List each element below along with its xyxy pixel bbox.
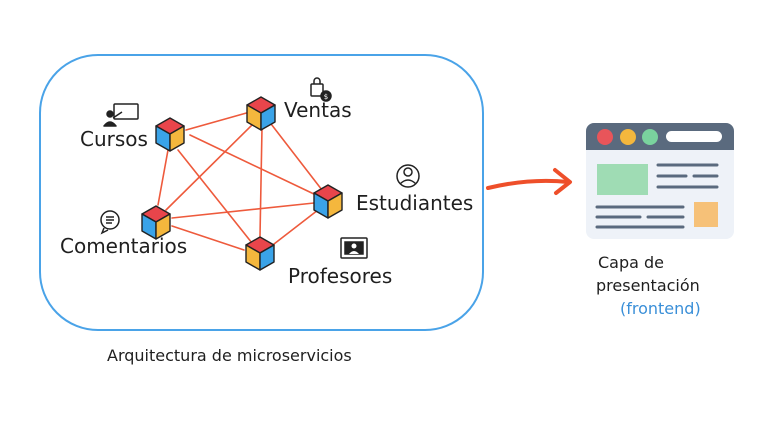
link-ventas-profesores bbox=[259, 127, 263, 237]
cube-profesores bbox=[245, 236, 275, 271]
diagram-caption: Arquitectura de microservicios bbox=[107, 346, 352, 365]
window-dot-yellow bbox=[620, 129, 636, 145]
browser-window-icon bbox=[586, 123, 734, 239]
frontend-label-line1: Capa de bbox=[598, 253, 664, 272]
link-comentarios-profesores bbox=[171, 225, 245, 251]
cube-comentarios bbox=[141, 205, 171, 240]
monitor-user-icon bbox=[340, 237, 368, 259]
link-cursos-ventas bbox=[185, 111, 251, 131]
frontend-label-line2: presentación bbox=[596, 276, 700, 295]
link-cursos-comentarios bbox=[157, 149, 169, 206]
svg-text:$: $ bbox=[324, 93, 328, 101]
window-dot-green bbox=[642, 129, 658, 145]
link-cursos-profesores bbox=[177, 149, 253, 244]
label-estudiantes: Estudiantes bbox=[356, 191, 473, 215]
link-cursos-estudiantes bbox=[189, 134, 317, 196]
cube-ventas bbox=[246, 96, 276, 131]
cube-estudiantes bbox=[313, 184, 343, 219]
chat-bubble-icon bbox=[100, 210, 120, 235]
microservices-container bbox=[39, 54, 484, 331]
link-estudiantes-profesores bbox=[273, 209, 319, 245]
frontend-label-line3: (frontend) bbox=[620, 299, 701, 318]
content-image-block bbox=[597, 164, 648, 195]
cube-cursos bbox=[155, 117, 185, 152]
window-dot-red bbox=[597, 129, 613, 145]
service-connections bbox=[157, 111, 323, 251]
user-circle-icon bbox=[396, 164, 420, 188]
arrow-to-frontend-icon bbox=[486, 168, 572, 195]
label-profesores: Profesores bbox=[288, 264, 392, 288]
label-cursos: Cursos bbox=[80, 127, 148, 151]
presentation-board-icon bbox=[103, 103, 139, 127]
content-accent-block bbox=[694, 202, 718, 227]
link-ventas-estudiantes bbox=[267, 119, 323, 191]
label-comentarios: Comentarios bbox=[60, 234, 187, 258]
link-estudiantes-comentarios bbox=[171, 202, 315, 219]
label-ventas: Ventas bbox=[284, 98, 352, 122]
link-ventas-comentarios bbox=[165, 124, 253, 211]
shopping-bag-icon: $ bbox=[310, 77, 332, 102]
